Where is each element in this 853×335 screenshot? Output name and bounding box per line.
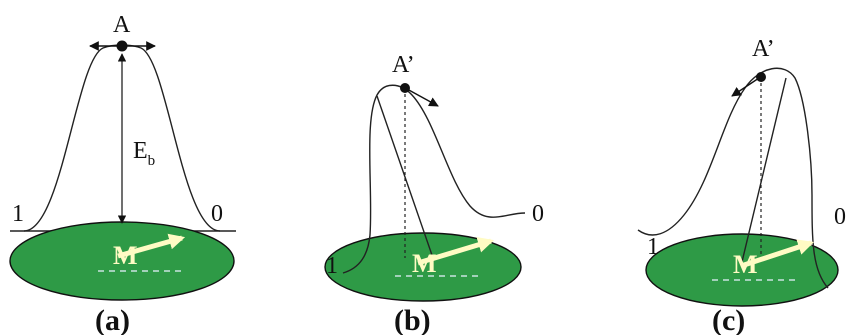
motion-arrow [407,89,438,106]
barrier-label: Eb [133,138,155,169]
caption-c: (c) [712,304,745,335]
state-label-1: 1 [647,234,659,260]
caption-b: (b) [394,304,431,335]
state-label-0: 0 [211,201,223,227]
state-label-1: 1 [326,253,338,279]
point-label-a-prime: A’ [752,36,775,62]
caption-a: (a) [95,304,130,335]
magnetization-label: M [733,250,758,279]
point-label-a: A [113,12,131,38]
state-label-1: 1 [12,201,24,227]
motion-arrow [732,78,759,96]
state-point-a-prime [756,72,766,82]
state-point-a [117,41,128,52]
state-label-0: 0 [532,201,544,227]
panel-a: A Eb 1 0 M (a) [10,12,236,335]
magnetization-label: M [113,241,138,270]
panel-b: A’ 1 0 M (b) [325,52,544,335]
point-label-a-prime: A’ [392,52,415,78]
magnetization-label: M [412,249,437,278]
state-point-a-prime [400,83,410,93]
state-label-0: 0 [834,204,846,230]
panel-c: A’ 1 0 M (c) [638,36,846,335]
